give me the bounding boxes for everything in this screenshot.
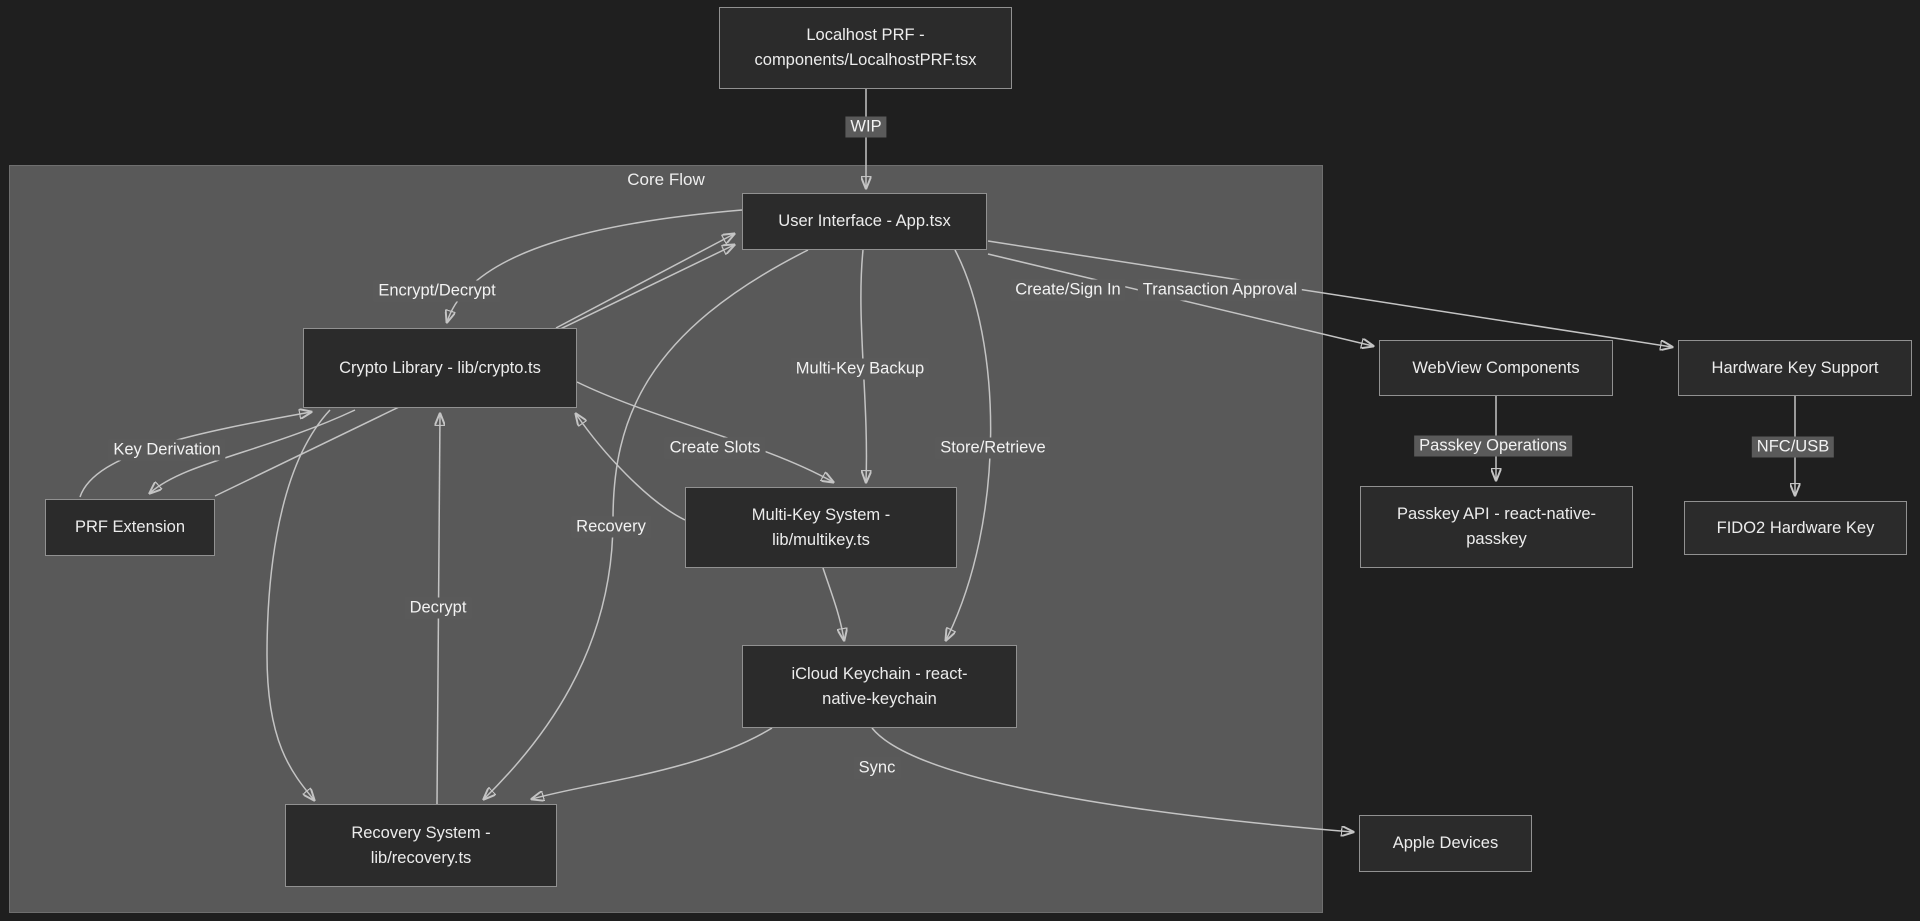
node-user-interface: User Interface - App.tsx [742,193,987,250]
node-hardware-key-support: Hardware Key Support [1678,340,1912,396]
node-fido2-hardware-key: FIDO2 Hardware Key [1684,501,1907,555]
edge-label-nfc-usb: NFC/USB [1751,436,1835,458]
core-flow-label: Core Flow [627,170,705,189]
edge-label-create-sign-in: Create/Sign In [1010,279,1126,301]
node-localhost-prf: Localhost PRF - components/LocalhostPRF.… [719,7,1012,89]
edge-label-recovery: Recovery [571,516,651,538]
node-icloud-keychain: iCloud Keychain - react- native-keychain [742,645,1017,728]
node-webview-components: WebView Components [1379,340,1613,396]
node-recovery-system: Recovery System - lib/recovery.ts [285,804,557,887]
edge-label-decrypt: Decrypt [404,597,472,619]
edge-label-key-derivation: Key Derivation [108,439,226,461]
node-prf-extension: PRF Extension [45,499,215,556]
edge-label-encrypt-decrypt: Encrypt/Decrypt [373,280,501,302]
node-multi-key-system: Multi-Key System - lib/multikey.ts [685,487,957,568]
edge-label-create-slots: Create Slots [664,437,766,459]
edge-label-wip: WIP [845,116,887,138]
edge-label-store-retrieve: Store/Retrieve [935,437,1051,459]
edge-label-multi-key-backup: Multi-Key Backup [790,358,930,380]
node-crypto-library: Crypto Library - lib/crypto.ts [303,328,577,408]
node-apple-devices: Apple Devices [1359,815,1532,872]
node-passkey-api: Passkey API - react-native- passkey [1360,486,1633,568]
edge-label-transaction-approval: Transaction Approval [1137,279,1303,301]
edge-label-passkey-operations: Passkey Operations [1414,435,1572,457]
edge-label-sync: Sync [853,757,901,779]
